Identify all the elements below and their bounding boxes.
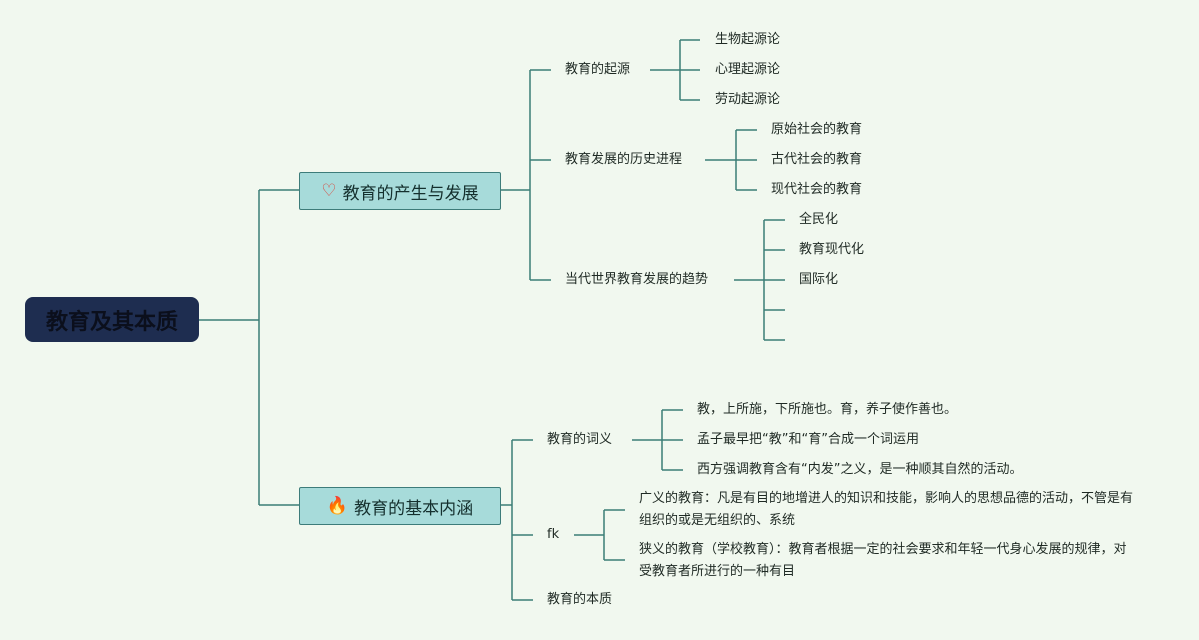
leaf-item[interactable]: 原始社会的教育 xyxy=(771,122,863,137)
leaf-item[interactable]: 生物起源论 xyxy=(715,32,781,47)
root-topic[interactable]: 教育及其本质 xyxy=(25,297,199,342)
leaf-item[interactable]: 劳动起源论 xyxy=(715,92,781,107)
subtopic-word-meaning[interactable]: 教育的词义 xyxy=(547,432,613,447)
leaf-broad-education[interactable]: 广义的教育：凡是有目的地增进人的知识和技能，影响人的思想品德的活动，不管是有组织… xyxy=(639,491,1134,528)
leaf-item[interactable]: 国际化 xyxy=(799,272,839,287)
branch-label: 教育的产生与发展 xyxy=(342,183,479,204)
leaf-item[interactable]: 全民化 xyxy=(799,212,839,227)
empty-leaf-item[interactable] xyxy=(799,331,819,347)
subtopic-fk[interactable]: fk xyxy=(547,527,560,542)
leaf-item[interactable]: 教育现代化 xyxy=(799,242,865,257)
subtopic-history[interactable]: 教育发展的历史进程 xyxy=(565,152,683,167)
leaf-item[interactable]: 教，上所施，下所施也。育，养子使作善也。 xyxy=(697,402,958,417)
subtopic-essence[interactable]: 教育的本质 xyxy=(547,592,613,607)
heart-icon: ♡ xyxy=(321,181,337,201)
leaf-item[interactable]: 心理起源论 xyxy=(715,62,781,77)
empty-leaf-item[interactable] xyxy=(799,301,819,317)
leaf-item[interactable]: 现代社会的教育 xyxy=(771,182,863,197)
subtopic-origin[interactable]: 教育的起源 xyxy=(565,62,631,77)
branch-label: 教育的基本内涵 xyxy=(354,498,474,519)
branch-basic-connotation[interactable]: 🔥 教育的基本内涵 xyxy=(299,487,501,525)
subtopic-trend[interactable]: 当代世界教育发展的趋势 xyxy=(565,272,709,287)
leaf-item[interactable]: 孟子最早把“教”和“育”合成一个词运用 xyxy=(697,432,919,447)
leaf-item[interactable]: 古代社会的教育 xyxy=(771,152,863,167)
leaf-item[interactable]: 西方强调教育含有“内发”之义，是一种顺其自然的活动。 xyxy=(697,462,1023,477)
fire-icon: 🔥 xyxy=(326,496,349,516)
leaf-narrow-education[interactable]: 狭义的教育（学校教育）：教育者根据一定的社会要求和年轻一代身心发展的规律，对受教… xyxy=(639,542,1127,579)
branch-generation-development[interactable]: ♡ 教育的产生与发展 xyxy=(299,172,501,210)
